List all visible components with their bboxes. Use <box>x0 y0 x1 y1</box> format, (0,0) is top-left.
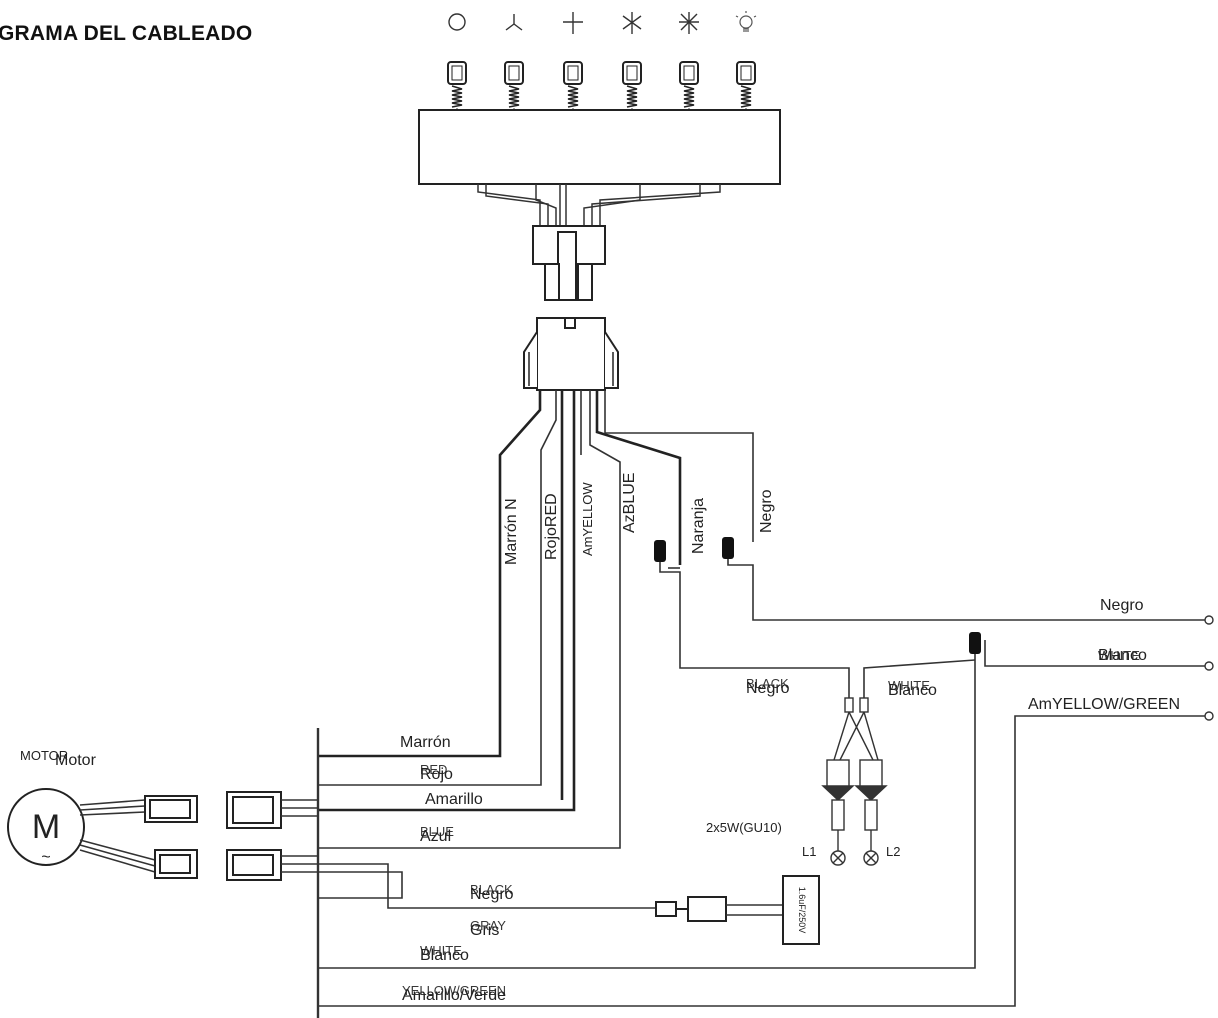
label-yellow-green: YELLOW/GREEN <box>402 983 506 998</box>
motor-symbol: M <box>32 808 60 846</box>
light-bulb-icon <box>735 11 757 32</box>
label-blanco-right: Blanco <box>1098 647 1147 664</box>
terminal-blanco <box>1204 661 1214 671</box>
label-marron-n: Marrón N <box>503 498 520 565</box>
label-white-right: WHITE <box>1098 648 1140 663</box>
switch-harness <box>477 184 721 226</box>
label-blanco-mid: Blanco <box>888 682 937 699</box>
wire-nut-right <box>722 537 1207 621</box>
capacitor-body <box>782 875 820 945</box>
label-gris: Gris <box>470 922 499 939</box>
fan-speed-3-icon <box>622 12 642 34</box>
lamp-connector-l1 <box>821 759 855 831</box>
label-negro-bottom: Negro <box>470 886 514 903</box>
label-gray: GRAY <box>470 918 506 933</box>
motor-connectors <box>79 791 656 909</box>
lamp-harness <box>821 697 888 866</box>
switch-connector-female <box>523 317 619 391</box>
label-negro-top: Negro <box>758 489 775 533</box>
label-rojo: Rojo <box>420 766 453 783</box>
label-bulbs-spec: 2x5W(GU10) <box>706 820 782 835</box>
push-button-4 <box>622 61 642 138</box>
label-l1: L1 <box>802 844 816 859</box>
label-black-mid: BLACK <box>746 676 789 691</box>
bulb-l2-icon <box>863 850 879 866</box>
fan-speed-1-icon <box>505 14 523 31</box>
label-black-bottom: BLACK <box>470 882 513 897</box>
label-white-mid: WHITE <box>888 678 930 693</box>
lamp-connector-l2 <box>854 759 888 831</box>
label-amarillo-yellow: AmYELLOW <box>580 482 595 556</box>
wire-nut-left <box>654 540 850 698</box>
bulb-l1-icon <box>830 850 846 866</box>
motor: M ~ <box>7 788 85 866</box>
diagram-title: GRAMA DEL CABLEADO <box>0 22 253 45</box>
capacitor-label: 1.6uF/250V <box>797 887 807 934</box>
label-motor-es: Motor <box>55 752 97 769</box>
main-wires <box>318 390 754 849</box>
push-button-row <box>447 61 756 138</box>
motor-tilde: ~ <box>41 849 50 866</box>
label-azul-blue: AzBLUE <box>621 473 638 533</box>
label-motor-en: MOTOR <box>20 748 68 763</box>
label-naranja: Naranja <box>690 498 707 554</box>
label-marron: Marrón <box>400 734 451 751</box>
wire-labels: Marrón N RojoRED AmYELLOW AzBLUE Naranja… <box>20 473 1180 1004</box>
switch-symbol-row <box>448 11 757 34</box>
fan-speed-2-icon <box>563 12 583 34</box>
switch-housing <box>418 109 781 185</box>
terminal-negro <box>1204 615 1214 625</box>
switch-connector-male <box>532 225 606 301</box>
capacitor: 1.6uF/250V <box>655 875 820 945</box>
label-negro-mid: Negro <box>746 680 790 697</box>
off-circle-icon <box>448 13 466 31</box>
label-red: RED <box>420 762 447 777</box>
label-l2: L2 <box>886 844 900 859</box>
label-rojo-red: RojoRED <box>543 493 560 560</box>
label-azul: Azul <box>420 828 451 845</box>
label-blanco-bottom: Blanco <box>420 947 469 964</box>
ground-wire <box>318 715 1207 1007</box>
label-white-bottom: WHITE <box>420 943 462 958</box>
wire-nut-white <box>318 632 1207 969</box>
label-yellow-green-right: AmYELLOW/GREEN <box>1028 696 1180 713</box>
label-negro-right: Negro <box>1100 597 1144 614</box>
motor-icon <box>7 788 85 866</box>
terminal-ground <box>1204 711 1214 721</box>
label-amarillo: Amarillo <box>425 791 483 808</box>
label-blue: BLUE <box>420 824 454 839</box>
label-amarillo-verde: Amarillo/Verde <box>402 987 506 1004</box>
fan-speed-4-icon <box>679 12 699 34</box>
mains-terminals <box>1204 615 1214 721</box>
